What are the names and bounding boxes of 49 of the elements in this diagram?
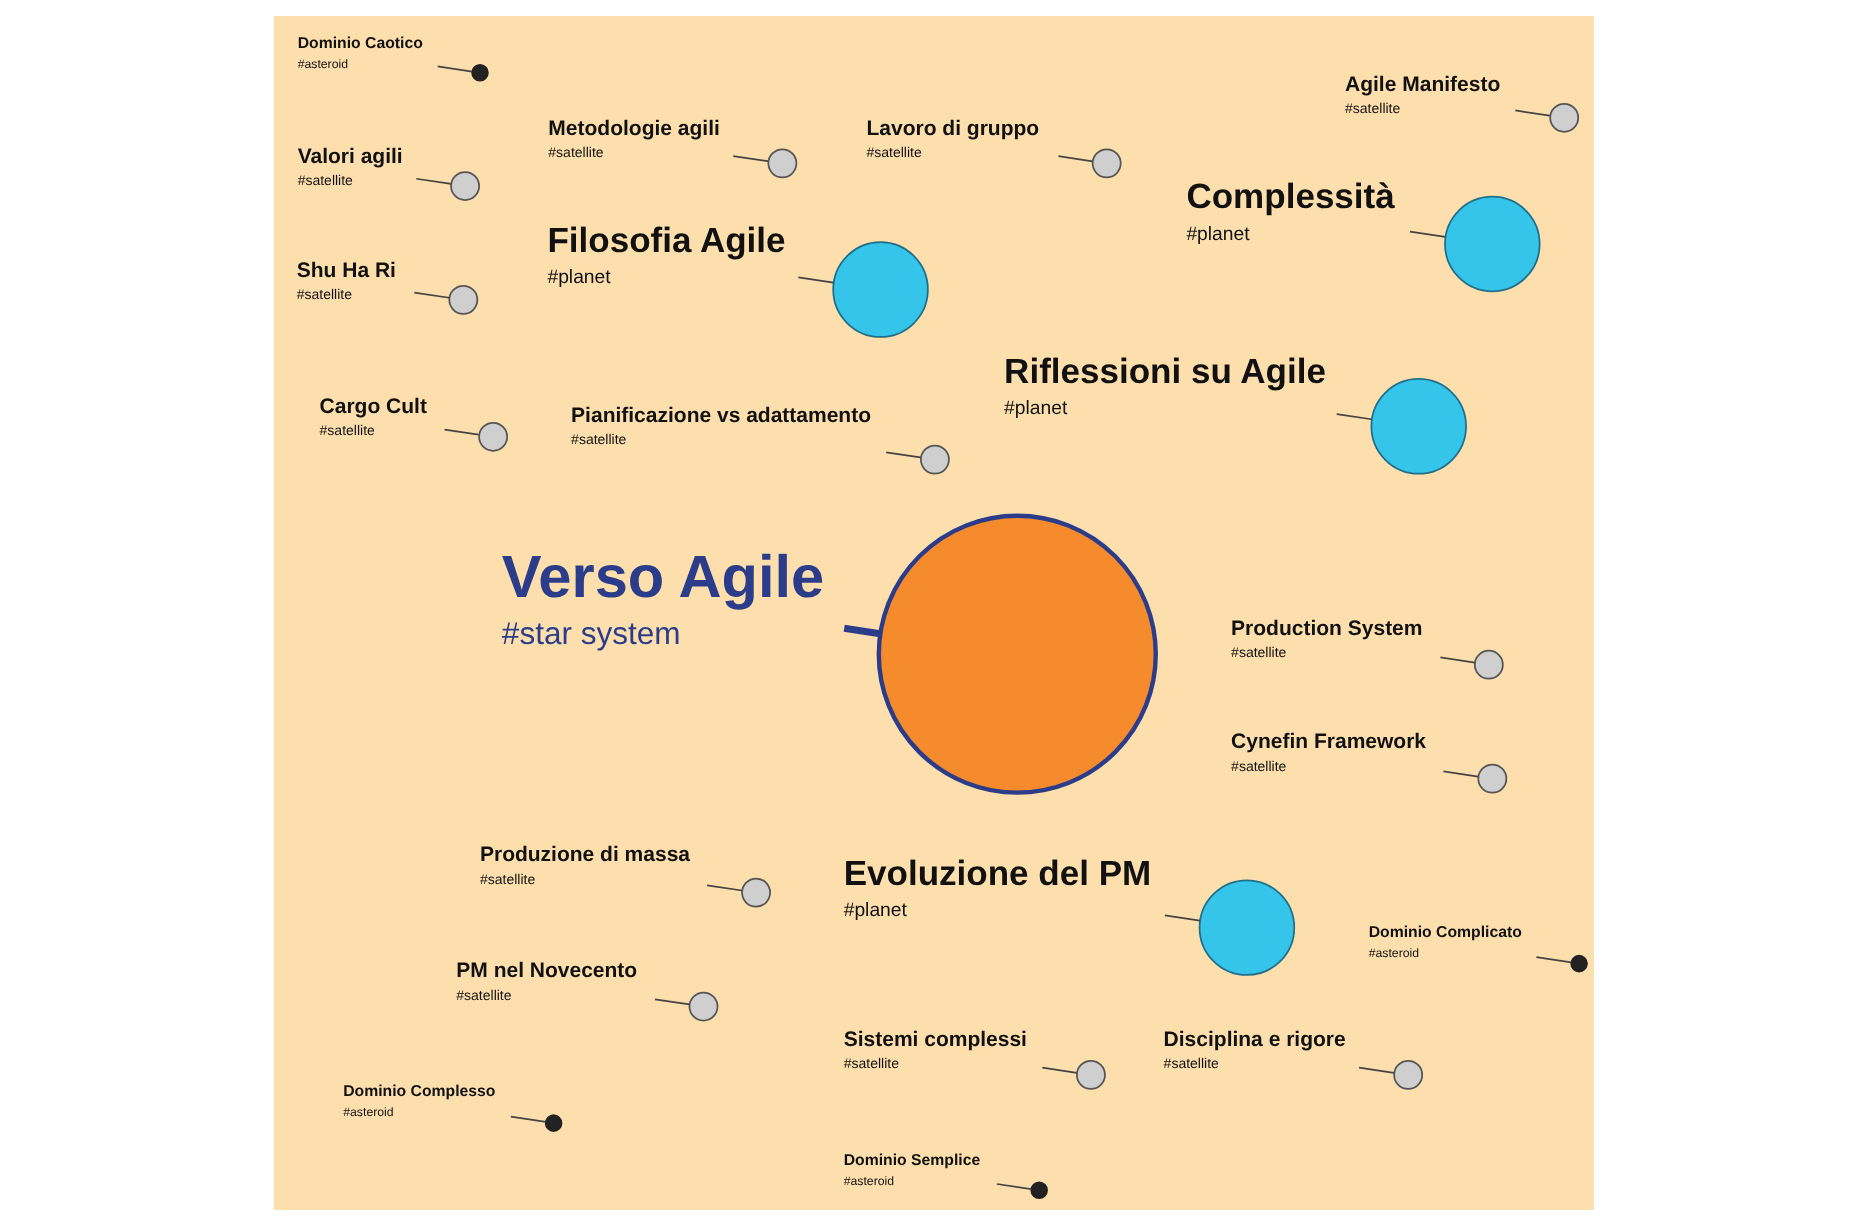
connector: [1535, 956, 1573, 964]
node-circle: [1570, 954, 1588, 973]
node-circle: [876, 513, 1158, 795]
node-circle: [1091, 148, 1122, 179]
connector: [415, 177, 453, 185]
node-text: Complessità #planet: [1186, 176, 1395, 246]
node-circle: [1370, 378, 1467, 475]
connector: [797, 276, 835, 284]
node-text: Filosofia Agile #planet: [547, 220, 786, 290]
connector: [843, 624, 881, 638]
node-text: Riflessioni su Agile #planet: [1004, 350, 1326, 420]
connector: [1163, 914, 1201, 922]
node-circle: [448, 284, 479, 315]
connector: [1439, 656, 1476, 664]
node-circle: [1030, 1181, 1048, 1200]
node-circle: [544, 1114, 563, 1132]
connector: [436, 65, 473, 73]
connector: [1409, 230, 1447, 238]
node-circle: [688, 991, 719, 1022]
connector: [732, 155, 769, 163]
connector: [443, 428, 480, 436]
connector: [1335, 413, 1373, 421]
connector: [1057, 155, 1094, 163]
node-circle: [832, 241, 929, 338]
connector: [706, 884, 743, 892]
node-circle: [1198, 879, 1296, 976]
node-circle: [450, 171, 480, 201]
node-circle: [920, 444, 950, 475]
node-circle: [1076, 1060, 1106, 1090]
node-circle: [1444, 195, 1541, 293]
node-circle: [767, 148, 798, 179]
node-text: Evoluzione del PM #planet: [843, 852, 1152, 923]
node-circle: [1549, 102, 1580, 133]
node-circle: [1393, 1060, 1424, 1090]
connector: [1442, 770, 1480, 778]
connector: [510, 1115, 547, 1123]
node-text: Verso Agile #star system: [501, 544, 825, 653]
connector: [654, 998, 691, 1006]
connector: [1358, 1066, 1395, 1074]
node-circle: [478, 421, 509, 452]
connector: [885, 451, 922, 459]
node-circle: [1477, 763, 1508, 794]
node-circle: [1473, 649, 1504, 680]
node-circle: [741, 877, 771, 908]
connector: [413, 291, 451, 299]
connector: [1041, 1066, 1078, 1074]
connector: [995, 1183, 1033, 1191]
node-circle: [471, 64, 489, 82]
connector: [1514, 109, 1551, 117]
